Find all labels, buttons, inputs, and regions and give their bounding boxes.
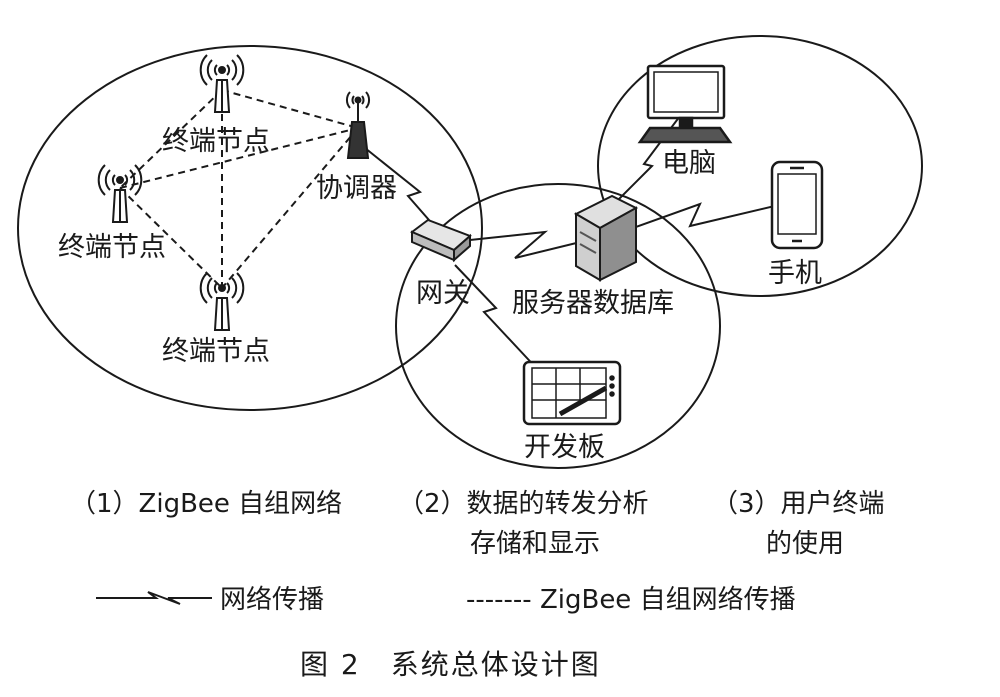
label-phone: 手机 — [768, 258, 822, 289]
label-server: 服务器数据库 — [512, 288, 674, 319]
smartphone-icon — [770, 160, 824, 250]
antenna-icon — [199, 272, 245, 331]
data-processing-region — [395, 183, 721, 469]
network-link-gateway-devboard — [454, 264, 541, 373]
label-devboard: 开发板 — [524, 432, 605, 463]
label-terminal-bottom: 终端节点 — [162, 336, 270, 367]
zigbee-link — [221, 127, 359, 289]
network-link-coordinator-gateway — [364, 147, 437, 229]
development-board-icon — [522, 360, 622, 426]
label-terminal-left: 终端节点 — [58, 232, 166, 263]
caption-data-processing-line1: （2）数据的转发分析 — [398, 489, 649, 519]
caption-data-processing-line2: 存储和显示 — [470, 529, 600, 559]
legend-network-symbol — [96, 591, 212, 605]
label-gateway: 网关 — [416, 278, 470, 309]
gateway-router-icon — [410, 218, 472, 263]
user-terminal-region — [597, 35, 923, 297]
label-computer: 电脑 — [662, 148, 716, 179]
region-circles — [17, 35, 923, 469]
zigbee-network-region — [17, 45, 483, 411]
legend-network-label: 网络传播 — [220, 585, 324, 615]
zigbee-link — [119, 127, 359, 189]
caption-zigbee-network: （1）ZigBee 自组网络 — [70, 489, 342, 519]
caption-user-terminal-line1: （3）用户终端 — [712, 489, 885, 519]
label-terminal-top: 终端节点 — [162, 126, 270, 157]
zigbee-link — [221, 89, 359, 129]
coordinator-antenna-icon — [346, 91, 370, 159]
network-links — [364, 111, 801, 373]
zigbee-mesh-links — [119, 89, 359, 289]
label-coordinator: 协调器 — [316, 173, 397, 204]
antenna-icon — [97, 164, 143, 223]
network-link-gateway-server — [469, 230, 606, 259]
legend-zigbee-label: ------- ZigBee 自组网络传播 — [466, 585, 796, 615]
figure-caption: 图 2 系统总体设计图 — [300, 648, 601, 681]
network-link-server-phone — [621, 199, 801, 233]
server-tower-icon — [573, 194, 639, 282]
computer-monitor-icon — [637, 64, 733, 144]
caption-user-terminal-line2: 的使用 — [766, 529, 844, 559]
antenna-icon — [199, 54, 245, 113]
